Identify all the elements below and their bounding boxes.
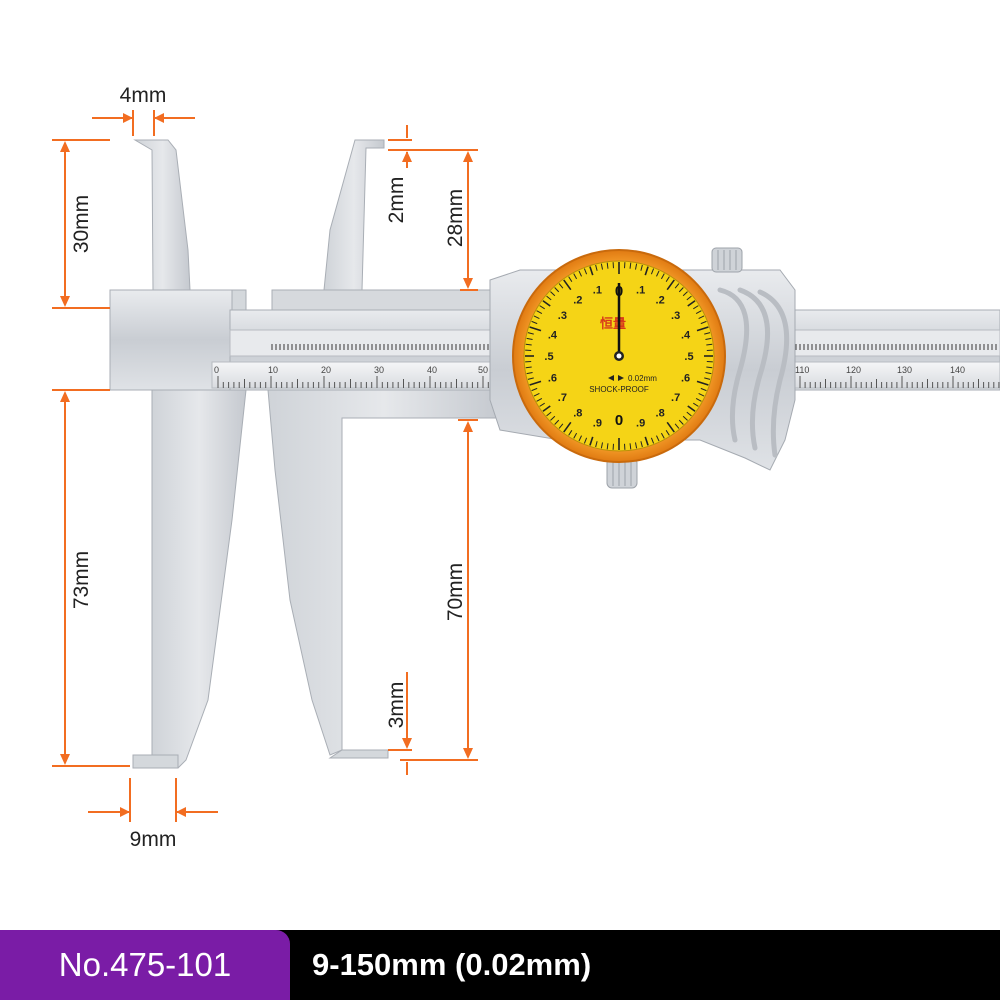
dial-gauge: .1.2.3.4.5.6.7.8.9.9.8.7.6.5.4.3.2.1 0 0… bbox=[512, 249, 726, 463]
scale-number-10: 10 bbox=[268, 365, 278, 375]
scale-number-110: 110 bbox=[795, 365, 809, 375]
dimension-label-9mm: 9mm bbox=[130, 828, 177, 851]
dial-number: .9 bbox=[593, 418, 602, 430]
dial-resolution: 0.02mm bbox=[628, 374, 657, 383]
dial-number: .8 bbox=[573, 408, 582, 420]
dial-number: .3 bbox=[671, 310, 680, 322]
dimension-label-4mm: 4mm bbox=[120, 84, 167, 107]
dial-number: .4 bbox=[681, 329, 691, 341]
dial-brand: 恒量 bbox=[600, 316, 626, 331]
dial-number: .6 bbox=[548, 373, 557, 385]
sliding-jaw bbox=[267, 139, 796, 759]
dial-number: .5 bbox=[544, 351, 553, 363]
dimension-label-73mm: 73mm bbox=[70, 551, 93, 609]
dimension-label-30mm: 30mm bbox=[70, 195, 93, 253]
dial-number: .7 bbox=[671, 392, 680, 404]
dial-shock-proof: SHOCK-PROOF bbox=[589, 385, 649, 394]
dial-number: .1 bbox=[593, 284, 602, 296]
scale-number-120: 120 bbox=[846, 365, 861, 375]
scale-number-40: 40 bbox=[427, 365, 437, 375]
dial-bottom-zero: 0 bbox=[615, 412, 623, 429]
dimension-label-2mm: 2mm bbox=[385, 177, 408, 224]
dial-number: .8 bbox=[656, 408, 665, 420]
scale-number-130: 130 bbox=[897, 365, 912, 375]
scale-number-0: 0 bbox=[214, 365, 219, 375]
scale-number-20: 20 bbox=[321, 365, 331, 375]
dial-number: .3 bbox=[558, 310, 567, 322]
dial-number: .2 bbox=[656, 294, 665, 306]
dial-number: .2 bbox=[573, 294, 582, 306]
dimension-label-70mm: 70mm bbox=[444, 563, 467, 621]
dimension-label-28mm: 28mm bbox=[444, 189, 467, 247]
dial-number: .9 bbox=[636, 418, 645, 430]
caliper-illustration: 0 10 20 30 40 50 110 120 130 140 bbox=[52, 84, 1000, 851]
dimension-label-3mm: 3mm bbox=[385, 682, 408, 729]
scale-number-30: 30 bbox=[374, 365, 384, 375]
scale-number-50: 50 bbox=[478, 365, 488, 375]
resolution-arrows-icon bbox=[608, 375, 624, 381]
dial-number: .6 bbox=[681, 373, 690, 385]
dial-number: .5 bbox=[684, 351, 693, 363]
dial-number: .4 bbox=[548, 329, 558, 341]
spec-text: 9-150mm (0.02mm) bbox=[312, 947, 592, 982]
dial-number: .7 bbox=[558, 392, 567, 404]
dial-number: .1 bbox=[636, 284, 645, 296]
dimension-lines bbox=[52, 110, 478, 822]
model-number: No.475-101 bbox=[0, 930, 290, 1000]
fixed-jaw bbox=[109, 139, 247, 769]
footer-bar: No.475-101 9-150mm (0.02mm) bbox=[0, 930, 1000, 1000]
scale-number-140: 140 bbox=[950, 365, 965, 375]
